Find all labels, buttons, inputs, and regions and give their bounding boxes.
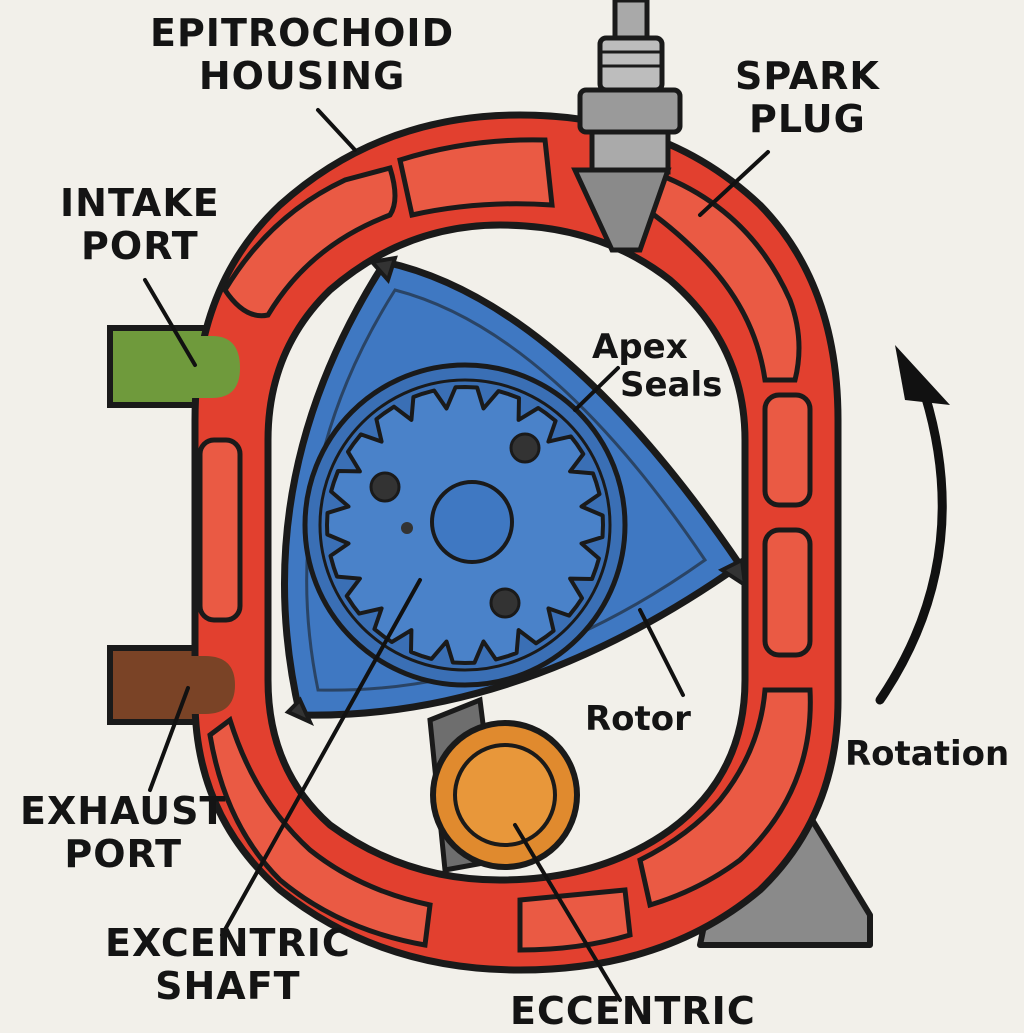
eccentric-shaft-body [430, 720, 580, 870]
label-line: EXCENTRIC [105, 921, 351, 965]
leader-eccentric-shaft [220, 578, 422, 937]
label-line: Seals [620, 365, 723, 406]
housing-pocket [397, 137, 555, 218]
label-line: EXHAUST [20, 789, 227, 833]
label-line: SPARK [735, 54, 880, 98]
label-line: ECCENTRIC [510, 989, 756, 1033]
housing-pocket [222, 164, 398, 319]
leader-housing [316, 108, 357, 152]
label-line: PORT [64, 831, 183, 876]
apex-seal [368, 255, 398, 284]
leader-lines [143, 108, 770, 1002]
label-rotor: Rotor [585, 700, 691, 738]
gear-bolt-hole [369, 471, 401, 503]
label-line: Rotor [585, 699, 691, 739]
leader-eccentric [513, 823, 622, 1002]
label-intake-port: INTAKE PORT [60, 182, 220, 267]
apex-seal [717, 556, 748, 590]
gear-bolt-hole [489, 587, 521, 619]
label-epitrochoid-housing: EPITROCHOID HOUSING [150, 12, 454, 97]
housing-pocket [636, 171, 802, 383]
housing-pocket [207, 715, 433, 948]
leader-spark-plug [698, 150, 770, 217]
label-exhaust-port: EXHAUST PORT [20, 790, 226, 875]
label-line: PORT [81, 223, 199, 268]
label-line: PLUG [749, 96, 866, 141]
leader-exhaust [148, 686, 190, 792]
intake-port-mouth [118, 336, 240, 398]
gear-hub [430, 480, 514, 564]
label-line: HOUSING [198, 53, 406, 98]
spark-plug [571, 0, 683, 253]
label-line: SHAFT [155, 963, 301, 1008]
housing-pocket [762, 527, 813, 658]
housing-pocket [517, 887, 633, 953]
gear-small-hole [401, 522, 413, 534]
label-line: INTAKE [60, 181, 220, 225]
gear-bolt-hole [509, 432, 541, 464]
leader-intake [143, 278, 197, 367]
exhaust-port-mouth [118, 656, 235, 714]
label-rotation: Rotation [845, 735, 1009, 773]
housing-pocket [762, 392, 813, 508]
label-spark-plug: SPARK PLUG [735, 55, 880, 140]
label-line: EPITROCHOID [150, 11, 455, 55]
apex-seal [284, 696, 315, 727]
label-eccentric-shaft: EXCENTRIC SHAFT [105, 922, 351, 1007]
housing-pocket [637, 687, 813, 909]
housing-pocket [197, 437, 243, 623]
ring-gear-inner-ring [318, 378, 612, 672]
label-apex-seals: Apex Seals [592, 328, 722, 404]
rotation-arrowhead-icon [895, 345, 950, 405]
label-line: Apex [592, 327, 688, 367]
rotation-arrow-icon [875, 390, 947, 705]
label-line: Rotation [845, 734, 1010, 774]
leader-apex [573, 366, 620, 412]
housing-pockets [197, 137, 813, 953]
leader-rotor [638, 608, 685, 697]
label-eccentric: ECCENTRIC [510, 990, 756, 1033]
